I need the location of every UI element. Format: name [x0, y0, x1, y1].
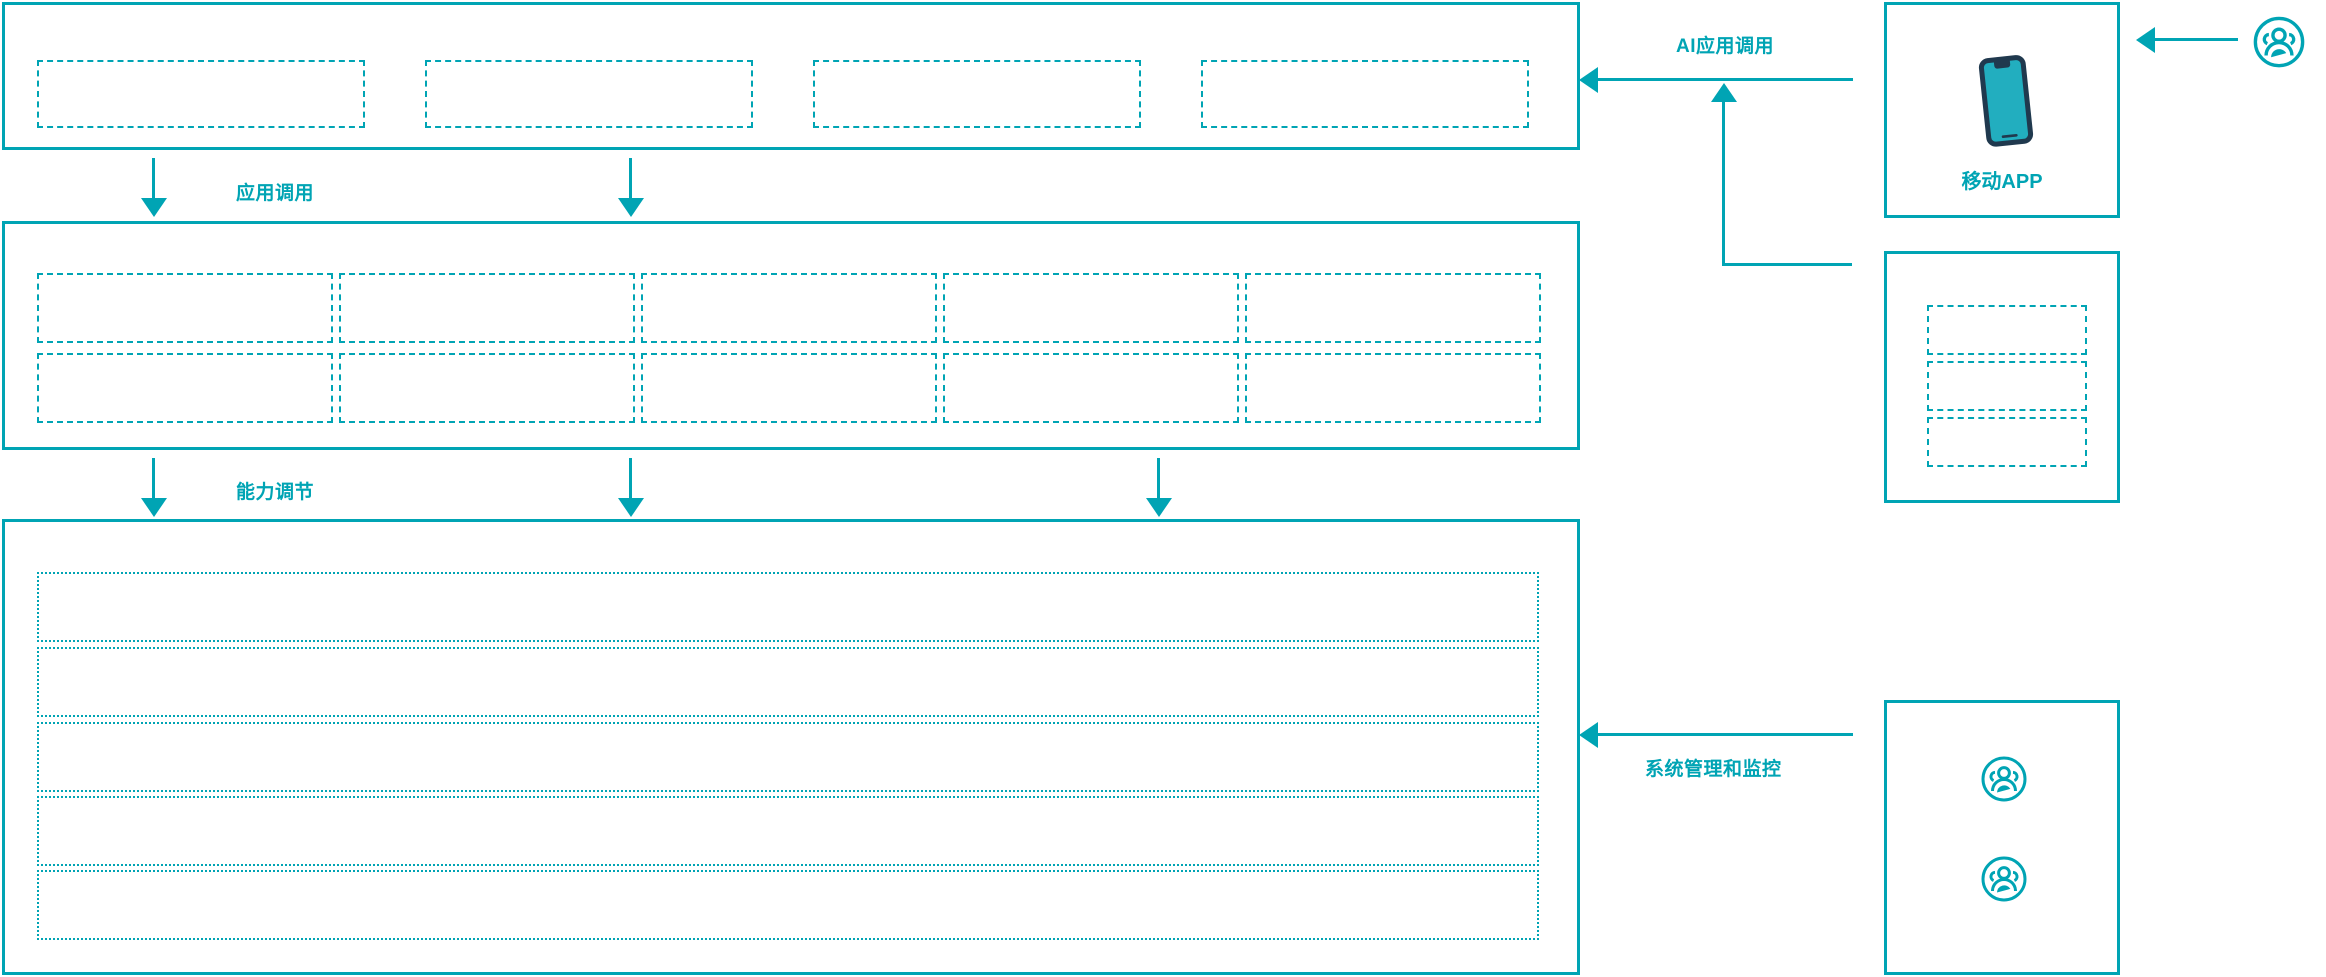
- users-group-icon: [1980, 855, 2028, 903]
- ability-call-connector-line-1: [152, 458, 155, 502]
- application-block[interactable]: [425, 60, 753, 128]
- capability-block[interactable]: [641, 353, 937, 423]
- application-block[interactable]: [813, 60, 1141, 128]
- app-call-arrowhead-1: [141, 198, 167, 217]
- service-card-block[interactable]: [1927, 417, 2087, 467]
- app-call-connector-line-1: [152, 158, 155, 202]
- platform-row[interactable]: [37, 870, 1539, 940]
- platform-row[interactable]: [37, 796, 1539, 866]
- end-user-connector-line: [2155, 38, 2238, 41]
- capability-block[interactable]: [1245, 353, 1541, 423]
- app-call-arrowhead-2: [618, 198, 644, 217]
- service-card[interactable]: [1884, 251, 2120, 503]
- ability-call-arrowhead-3: [1146, 498, 1172, 517]
- capability-block[interactable]: [641, 273, 937, 343]
- capability-block[interactable]: [37, 353, 333, 423]
- sys-monitor-line: [1598, 733, 1853, 736]
- capability-block[interactable]: [1245, 273, 1541, 343]
- capability-block[interactable]: [339, 353, 635, 423]
- ability-call-arrowhead-2: [618, 498, 644, 517]
- ai-app-call-arrowhead: [1579, 67, 1598, 93]
- admin-card[interactable]: [1884, 700, 2120, 975]
- capability-block[interactable]: [943, 353, 1239, 423]
- application-layer-panel: [2, 2, 1580, 150]
- smartphone-icon: [1971, 53, 2039, 149]
- capability-block[interactable]: [943, 273, 1239, 343]
- capability-layer-panel: [2, 221, 1580, 450]
- platform-row[interactable]: [37, 572, 1539, 642]
- service-card-block[interactable]: [1927, 361, 2087, 411]
- ability-call-label: 能力调节: [236, 482, 315, 503]
- ability-call-arrowhead-1: [141, 498, 167, 517]
- service-card-riser-arrowhead: [1711, 83, 1737, 102]
- service-card-block[interactable]: [1927, 305, 2087, 355]
- platform-layer-panel: [2, 519, 1580, 975]
- ai-app-call-line: [1598, 78, 1853, 81]
- end-user-arrowhead: [2136, 27, 2155, 53]
- service-card-riser-line: [1722, 102, 1725, 266]
- service-card-riser-branch: [1722, 263, 1852, 266]
- platform-row[interactable]: [37, 647, 1539, 717]
- application-block[interactable]: [37, 60, 365, 128]
- platform-row[interactable]: [37, 722, 1539, 792]
- ai-app-call-label: AI应用调用: [1676, 36, 1775, 57]
- users-group-icon: [1980, 755, 2028, 803]
- ability-call-connector-line-2: [629, 458, 632, 502]
- sys-monitor-label: 系统管理和监控: [1645, 759, 1782, 780]
- users-group-icon: [2252, 15, 2306, 69]
- mobile-app-card-label: 移动APP: [1961, 171, 2043, 193]
- app-call-connector-line-2: [629, 158, 632, 202]
- capability-block[interactable]: [37, 273, 333, 343]
- application-block[interactable]: [1201, 60, 1529, 128]
- capability-block[interactable]: [339, 273, 635, 343]
- sys-monitor-arrowhead: [1579, 722, 1598, 748]
- ability-call-connector-line-3: [1157, 458, 1160, 502]
- mobile-app-card[interactable]: 移动APP: [1884, 2, 2120, 218]
- app-call-label: 应用调用: [236, 183, 315, 204]
